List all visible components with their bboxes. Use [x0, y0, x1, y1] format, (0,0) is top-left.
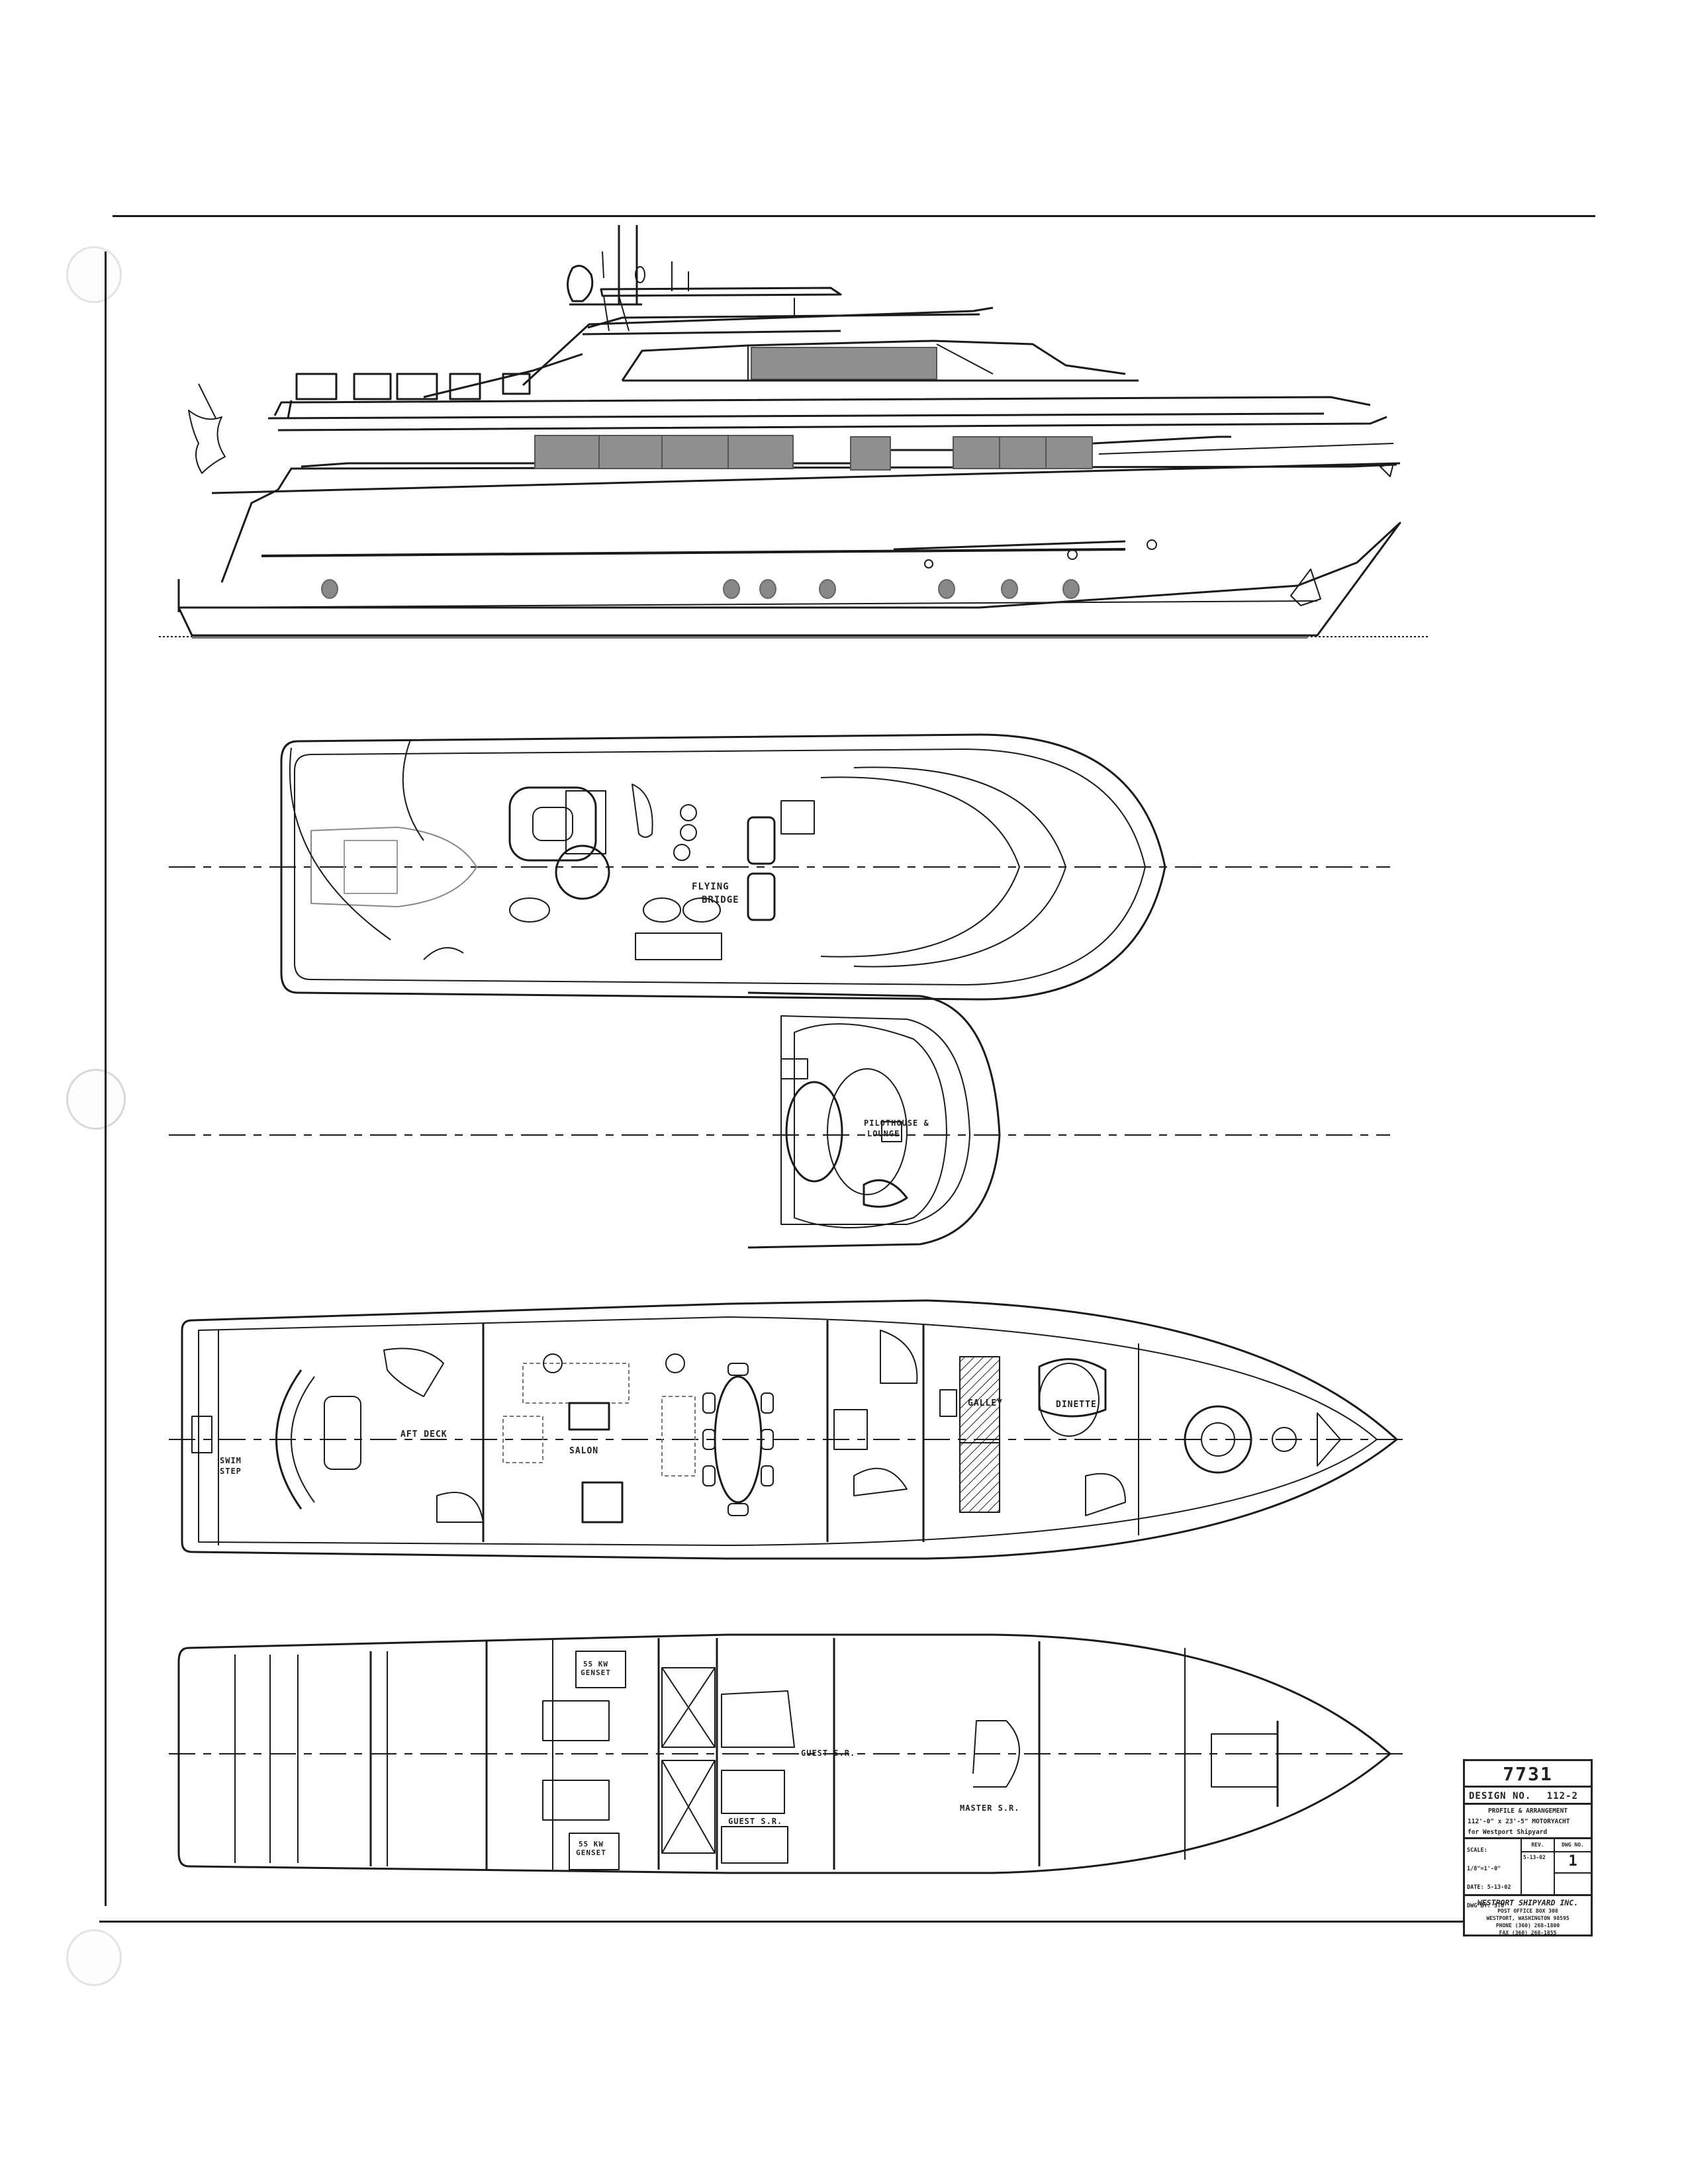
- outboard-profile: [159, 225, 1430, 639]
- title-line-2: 112'-0" x 23'-5" MOTORYACHT: [1468, 1818, 1570, 1825]
- sheet-number: 1: [1555, 1852, 1591, 1874]
- design-number: DESIGN NO. 112-2: [1465, 1788, 1591, 1805]
- design-no-label: DESIGN NO.: [1469, 1791, 1532, 1801]
- main-deck-plan: [169, 1299, 1403, 1560]
- swim-step-label-1: SWIM: [220, 1456, 242, 1465]
- swim-step-label-2: STEP: [220, 1467, 242, 1476]
- pilothouse-label-1: PILOTHOUSE &: [864, 1118, 929, 1128]
- drawing-info-grid: SCALE: 1/8"=1'-0" DATE: 5-13-02 DWG BY: …: [1465, 1839, 1591, 1909]
- sheet-header: DWG NO.: [1555, 1839, 1591, 1852]
- title-line-1: PROFILE & ARRANGEMENT: [1487, 1807, 1568, 1815]
- drawn-by: DWG BY: STO: [1467, 1903, 1505, 1909]
- date: DATE: 5-13-02: [1467, 1884, 1511, 1891]
- company-address-2: WESTPORT, WASHINGTON 98595: [1486, 1915, 1570, 1921]
- guest-stateroom-2-label: GUEST S.R.: [728, 1817, 783, 1826]
- rev-header: REV.: [1522, 1839, 1554, 1852]
- punch-hole-middle: [66, 1069, 126, 1130]
- scale: SCALE: 1/8"=1'-0": [1467, 1847, 1501, 1872]
- dinette-label: DINETTE: [1056, 1400, 1097, 1410]
- genset-port-label: 55 KW GENSET: [576, 1840, 606, 1857]
- rev-date: 5-13-02: [1523, 1854, 1546, 1860]
- guest-stateroom-1-label: GUEST S.R.: [801, 1749, 856, 1758]
- frame-left-border: [105, 251, 107, 1906]
- salon-label: SALON: [569, 1446, 599, 1456]
- company-info: WESTPORT SHIPYARD INC. POST OFFICE BOX 3…: [1465, 1896, 1591, 1938]
- galley-label: GALLEY: [968, 1398, 1003, 1408]
- pilothouse-plan: [169, 991, 1390, 1249]
- lower-deck-plan: [169, 1633, 1403, 1874]
- aft-deck-label: AFT DECK: [400, 1430, 447, 1439]
- frame-top-border: [113, 215, 1595, 217]
- company-address-1: POST OFFICE BOX 308: [1497, 1908, 1558, 1914]
- flybridge-plan: [169, 733, 1390, 1001]
- frame-bottom-border: [99, 1921, 1585, 1923]
- company-fax: FAX (360) 268-1855: [1499, 1930, 1557, 1936]
- drawing-number: 7731: [1465, 1761, 1591, 1788]
- punch-hole-bottom: [66, 1929, 122, 1986]
- master-stateroom-label: MASTER S.R.: [960, 1803, 1020, 1813]
- punch-hole-top: [66, 246, 122, 303]
- flybridge-label-1: FLYING: [692, 882, 729, 892]
- drawing-title: PROFILE & ARRANGEMENT 112'-0" x 23'-5" M…: [1465, 1805, 1591, 1839]
- genset-stbd-label: 55 KW GENSET: [581, 1660, 611, 1677]
- title-block: 7731 DESIGN NO. 112-2 PROFILE & ARRANGEM…: [1463, 1759, 1593, 1936]
- design-no-value: 112-2: [1546, 1791, 1578, 1801]
- title-line-3: for Westport Shipyard: [1468, 1829, 1548, 1836]
- flybridge-label-2: BRIDGE: [702, 895, 739, 905]
- pilothouse-label-2: LOUNGE: [867, 1129, 900, 1138]
- company-phone: PHONE (360) 268-1800: [1495, 1923, 1560, 1929]
- company-name: WESTPORT SHIPYARD INC.: [1477, 1898, 1579, 1907]
